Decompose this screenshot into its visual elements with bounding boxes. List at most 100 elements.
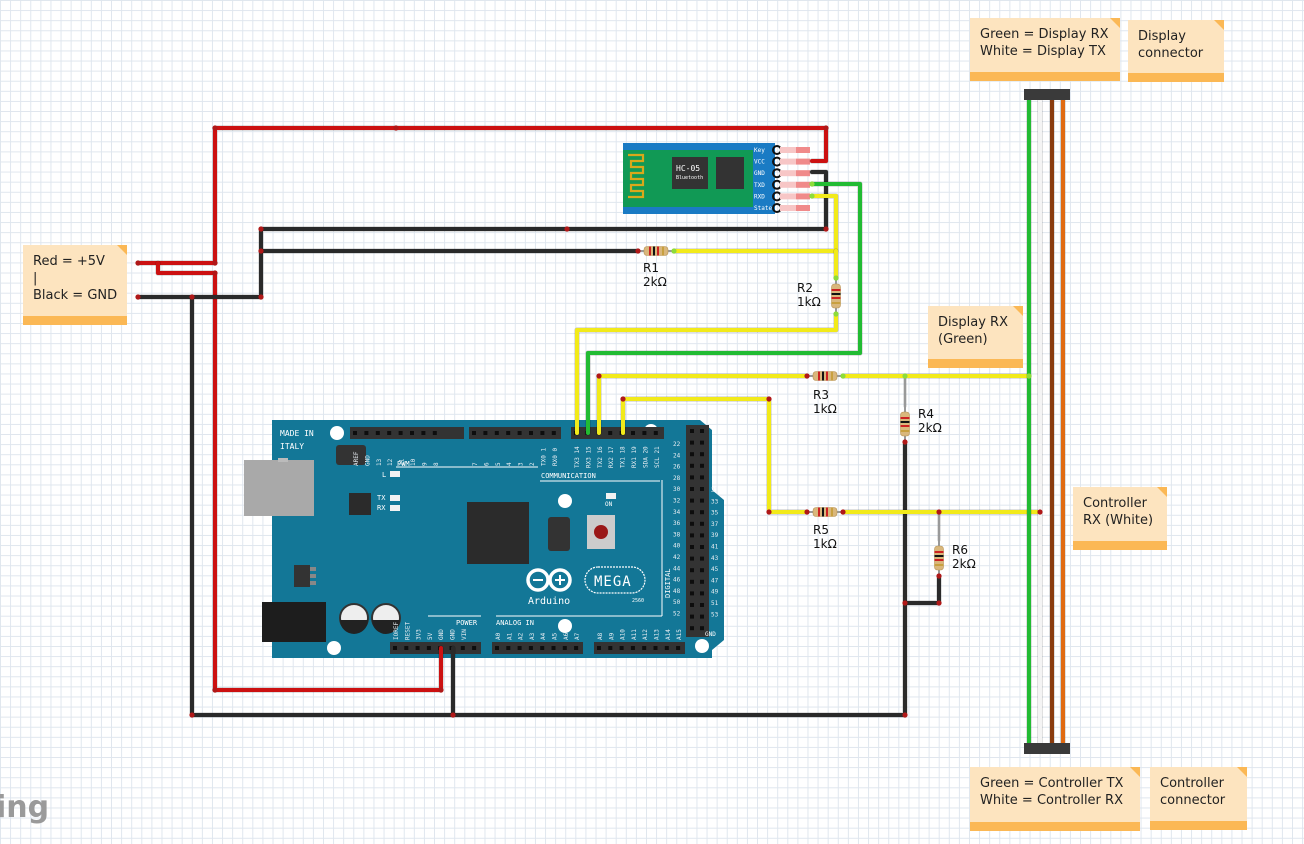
header-pin[interactable] bbox=[421, 431, 426, 435]
header-pin[interactable] bbox=[460, 646, 465, 650]
header-pin[interactable] bbox=[700, 463, 704, 468]
hc05-pin[interactable] bbox=[780, 147, 796, 153]
resistor-r1[interactable] bbox=[637, 245, 675, 257]
note-controller-connector[interactable]: Controller connector bbox=[1150, 767, 1247, 830]
header-pin[interactable] bbox=[551, 431, 556, 435]
display-connector[interactable] bbox=[1024, 89, 1070, 100]
note-power-legend[interactable]: Red = +5V | Black = GND bbox=[23, 245, 127, 325]
wire-gnd-r6[interactable] bbox=[903, 574, 941, 605]
header-pin[interactable] bbox=[410, 431, 414, 435]
wire-r1-to-rxd[interactable] bbox=[672, 194, 838, 253]
header-pin[interactable] bbox=[690, 487, 694, 491]
header-pin[interactable] bbox=[690, 591, 694, 596]
header-pin[interactable] bbox=[574, 646, 579, 650]
header-pin[interactable] bbox=[495, 646, 499, 650]
header-pin[interactable] bbox=[690, 498, 694, 503]
header-pin[interactable] bbox=[631, 431, 635, 435]
header-pin[interactable] bbox=[517, 431, 522, 435]
header-pin[interactable] bbox=[608, 646, 613, 650]
resistor-r3[interactable] bbox=[806, 370, 844, 382]
header-pin[interactable] bbox=[690, 545, 694, 549]
header-pin[interactable] bbox=[506, 646, 511, 650]
header-pin[interactable] bbox=[472, 431, 476, 435]
note-controller-rx[interactable]: Controller RX (White) bbox=[1073, 487, 1167, 550]
header-pin[interactable] bbox=[700, 591, 704, 596]
header-pin[interactable] bbox=[700, 556, 704, 561]
wire-5v-to-hc05-vcc[interactable] bbox=[136, 126, 828, 265]
header-pin[interactable] bbox=[700, 545, 704, 549]
header-pin[interactable] bbox=[494, 431, 499, 435]
header-pin[interactable] bbox=[664, 646, 669, 650]
header-pin[interactable] bbox=[690, 533, 694, 538]
header-pin[interactable] bbox=[483, 431, 488, 435]
hc05-pin[interactable] bbox=[780, 193, 796, 200]
hc05-pin[interactable] bbox=[780, 205, 796, 211]
header-pin[interactable] bbox=[690, 614, 694, 619]
header-pin[interactable] bbox=[700, 429, 704, 433]
header-pin[interactable] bbox=[700, 568, 704, 573]
header-pin[interactable] bbox=[642, 431, 647, 435]
header-pin[interactable] bbox=[432, 431, 437, 435]
header-pin[interactable] bbox=[540, 431, 545, 435]
header-pin[interactable] bbox=[690, 475, 694, 480]
resistor-r5[interactable] bbox=[806, 506, 844, 518]
header-pin[interactable] bbox=[642, 646, 647, 650]
note-display-connector[interactable]: Display connector bbox=[1128, 20, 1224, 82]
header-pin[interactable] bbox=[700, 579, 704, 584]
header-pin[interactable] bbox=[415, 646, 420, 650]
header-pin[interactable] bbox=[375, 431, 380, 435]
wire-r2-to-pin14[interactable] bbox=[575, 312, 838, 435]
header-pin[interactable] bbox=[690, 440, 694, 445]
header-pin[interactable] bbox=[387, 431, 392, 435]
header-pin[interactable] bbox=[700, 440, 704, 445]
hc05-pin[interactable] bbox=[780, 158, 796, 165]
note-display-rx[interactable]: Display RX (Green) bbox=[928, 306, 1023, 368]
wire-5v-to-arduino[interactable] bbox=[156, 261, 443, 692]
header-pin[interactable] bbox=[690, 626, 694, 631]
header-pin[interactable] bbox=[551, 646, 556, 650]
header-pin[interactable] bbox=[364, 431, 369, 435]
header-pin[interactable] bbox=[619, 646, 624, 650]
header-pin[interactable] bbox=[690, 463, 694, 468]
header-pin[interactable] bbox=[690, 568, 694, 573]
header-pin[interactable] bbox=[562, 646, 567, 650]
header-pin[interactable] bbox=[597, 646, 601, 650]
hc05-pin[interactable] bbox=[780, 181, 796, 188]
header-pin[interactable] bbox=[700, 498, 704, 503]
hc05-pin[interactable] bbox=[780, 170, 796, 177]
header-pin[interactable] bbox=[398, 431, 403, 435]
note-controller-colors[interactable]: Green = Controller TX White = Controller… bbox=[970, 767, 1140, 831]
header-pin[interactable] bbox=[393, 646, 397, 650]
header-pin[interactable] bbox=[472, 646, 477, 650]
header-pin[interactable] bbox=[528, 646, 533, 650]
header-pin[interactable] bbox=[529, 431, 533, 435]
wire-hc05-txd-rx3[interactable] bbox=[586, 182, 862, 435]
header-pin[interactable] bbox=[690, 452, 694, 457]
wire-gnd-bottom[interactable] bbox=[190, 295, 907, 717]
header-pin[interactable] bbox=[700, 487, 704, 491]
header-pin[interactable] bbox=[506, 431, 511, 435]
header-pin[interactable] bbox=[630, 646, 635, 650]
header-pin[interactable] bbox=[690, 429, 694, 433]
resistor-r6[interactable] bbox=[933, 539, 945, 577]
header-pin[interactable] bbox=[700, 626, 704, 631]
header-pin[interactable] bbox=[353, 431, 357, 435]
header-pin[interactable] bbox=[517, 646, 522, 650]
header-pin[interactable] bbox=[690, 603, 694, 607]
arduino-mega-board[interactable]: MADE IN ITALY PWM L TX RX COMMUNICATION … bbox=[244, 420, 724, 658]
resistor-r4[interactable] bbox=[899, 405, 911, 443]
header-pin[interactable] bbox=[540, 646, 545, 650]
header-pin[interactable] bbox=[653, 431, 658, 435]
wire-gnd-main[interactable] bbox=[136, 170, 828, 299]
header-pin[interactable] bbox=[653, 646, 658, 650]
header-pin[interactable] bbox=[690, 556, 694, 561]
note-display-colors[interactable]: Green = Display RX White = Display TX bbox=[970, 18, 1120, 81]
header-pin[interactable] bbox=[690, 521, 694, 526]
header-pin[interactable] bbox=[700, 521, 704, 526]
controller-connector[interactable] bbox=[1024, 743, 1070, 754]
header-pin[interactable] bbox=[700, 510, 704, 515]
header-pin[interactable] bbox=[690, 510, 694, 515]
header-pin[interactable] bbox=[700, 614, 704, 619]
header-pin[interactable] bbox=[700, 475, 704, 480]
